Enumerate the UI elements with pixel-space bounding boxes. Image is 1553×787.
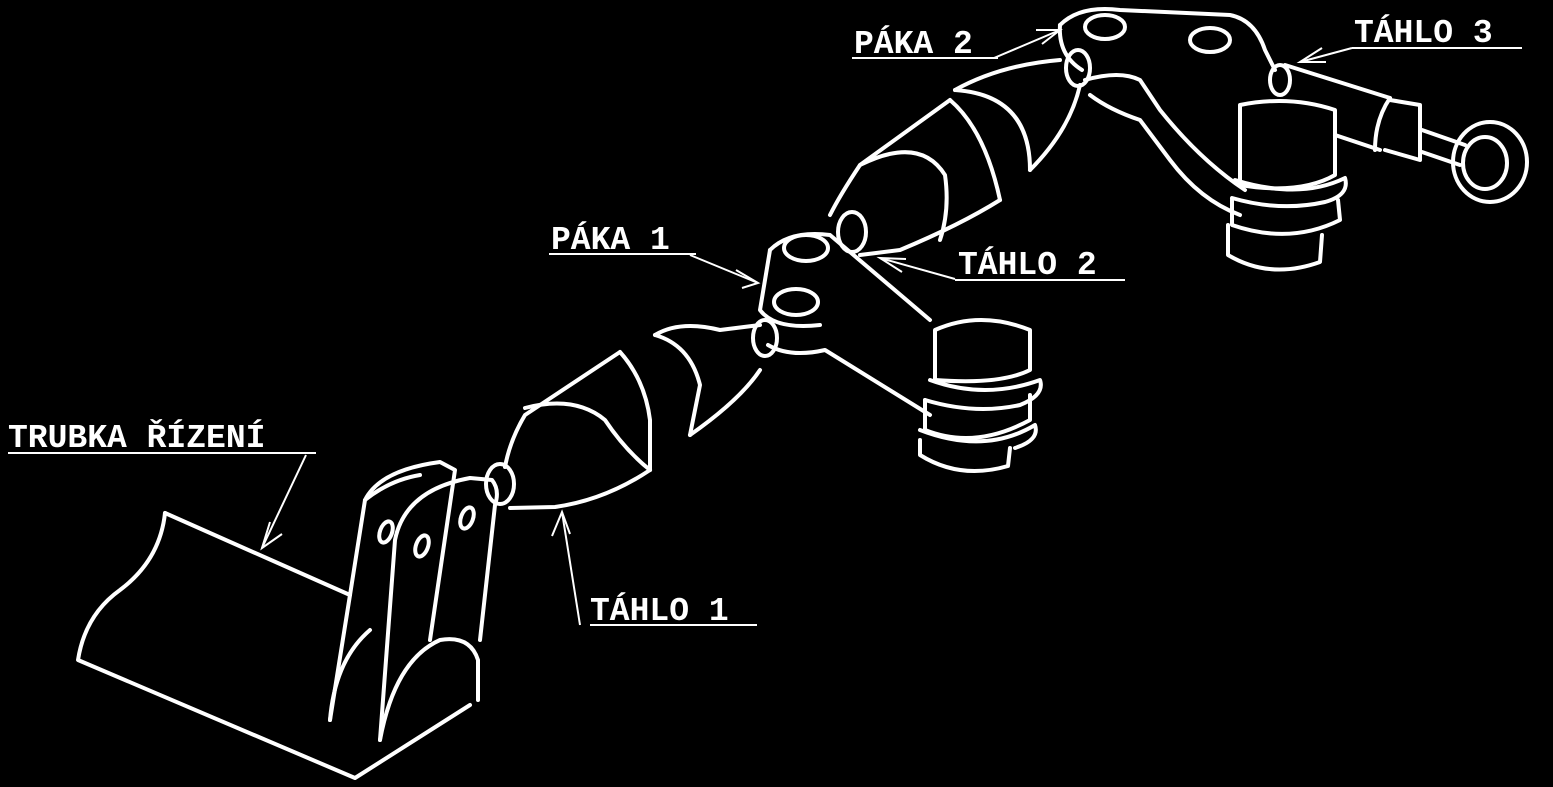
label-lever-2: PÁKA 2 [854,25,973,63]
lever-2 [1057,7,1348,272]
tube-bracket [328,460,499,742]
steering-tube [76,511,472,780]
leader-lines [8,29,1522,626]
label-steering-tube: TRUBKA ŘÍZENÍ [8,419,265,457]
label-rod-1: TÁHLO 1 [590,592,729,630]
label-rod-3: TÁHLO 3 [1354,14,1493,52]
rod-3 [1268,63,1529,204]
lever-1 [758,232,1043,473]
rod-2 [828,48,1092,257]
label-lever-1: PÁKA 1 [551,221,670,259]
label-rod-2: TÁHLO 2 [958,246,1097,284]
rod-1 [484,318,779,510]
